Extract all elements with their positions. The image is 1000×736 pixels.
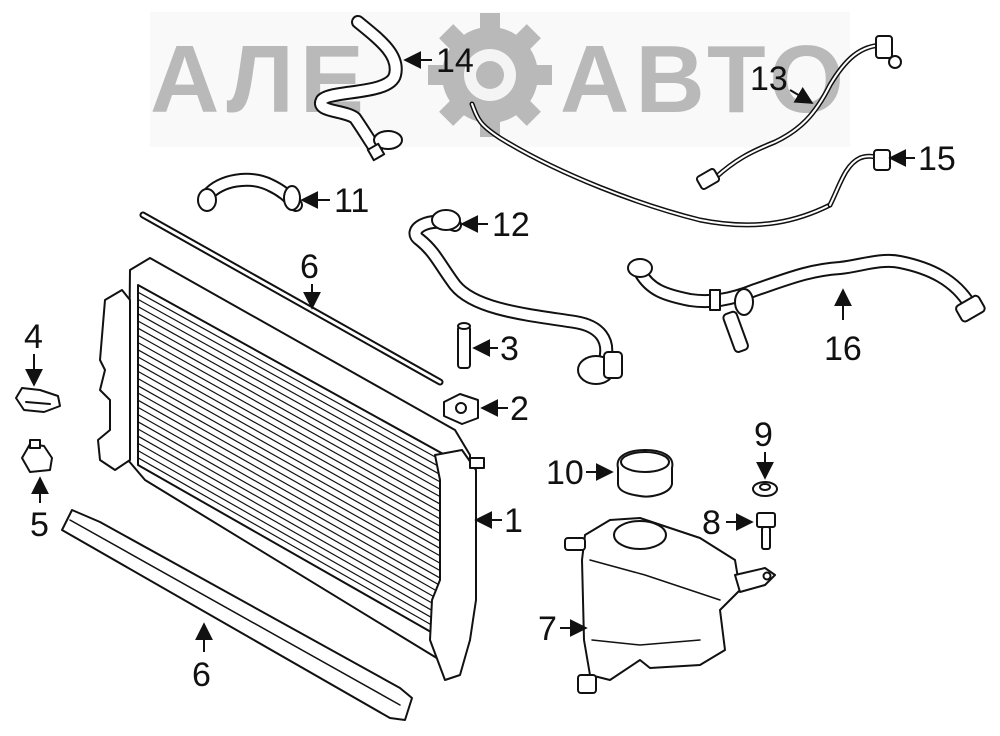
callout-label-9: 9 (754, 416, 773, 454)
callout-5: 5 (30, 476, 49, 544)
callout-6-top: 6 (300, 248, 321, 310)
radiator-fin (137, 334, 446, 508)
radiator-fin (137, 313, 446, 486)
callout-label-14: 14 (436, 42, 474, 80)
callout-label-6-bottom: 6 (192, 656, 211, 694)
radiator-fin (137, 284, 446, 456)
part-7-expansion-tank (564, 517, 776, 694)
callout-9: 9 (754, 416, 774, 480)
callout-13: 13 (750, 60, 814, 104)
callout-2: 2 (480, 390, 529, 428)
part-1-radiator (97, 257, 485, 681)
callout-6-bottom: 6 (192, 622, 213, 694)
radiator-fin (137, 442, 446, 619)
callout-8: 8 (702, 504, 754, 542)
radiator-fin (137, 356, 446, 530)
radiator-fin (137, 392, 446, 567)
radiator-fin (137, 349, 446, 523)
radiator-fin (137, 421, 446, 597)
callout-label-13: 13 (750, 60, 788, 98)
radiator-fin (137, 385, 446, 560)
callout-label-6-top: 6 (300, 248, 319, 286)
callout-4: 4 (24, 318, 43, 387)
part-13-vent-line (695, 35, 902, 190)
part-10-cap (616, 449, 674, 498)
radiator-fin (137, 435, 446, 611)
part-6-seal-lower (61, 509, 413, 721)
watermark-text-right: АВТО (560, 26, 850, 133)
part-8-bolt (756, 512, 776, 550)
callout-label-16: 16 (824, 330, 862, 368)
callout-12: 12 (460, 206, 530, 244)
part-2-mount (443, 393, 479, 425)
callout-label-3: 3 (500, 330, 519, 368)
part-16-hose-assembly (627, 253, 986, 353)
radiator-fin (137, 327, 446, 500)
callout-label-7: 7 (538, 610, 557, 648)
watermark-logo: АЛЕ АВТО (150, 12, 850, 147)
callout-10: 10 (546, 454, 614, 492)
radiator-fin (137, 450, 446, 626)
callout-label-8: 8 (702, 504, 721, 542)
part-5-clip (21, 439, 53, 473)
radiator-fins (137, 284, 446, 641)
part-11-hose (197, 172, 303, 212)
part-15-line (827, 149, 891, 208)
radiator-fin (137, 363, 446, 537)
radiator-fin (137, 428, 446, 604)
callout-14: 14 (403, 42, 474, 80)
part-12-lower-hose (408, 209, 623, 385)
callout-11: 11 (300, 182, 369, 220)
radiator-fin (137, 291, 446, 463)
bypass-line (469, 101, 833, 228)
callout-label-2: 2 (510, 390, 529, 428)
radiator-fin (137, 414, 446, 589)
callout-label-10: 10 (546, 454, 584, 492)
gear-icon (428, 13, 552, 137)
callout-label-11: 11 (334, 182, 369, 220)
callout-label-4: 4 (24, 318, 43, 356)
radiator-fin (137, 342, 446, 515)
callout-3: 3 (472, 330, 519, 368)
part-3-pin (457, 322, 471, 369)
callout-label-5: 5 (30, 506, 49, 544)
callout-label-12: 12 (492, 206, 530, 244)
part-4-bracket (15, 387, 61, 413)
callout-1: 1 (474, 502, 523, 540)
part-6-seal-upper (139, 211, 444, 386)
radiator-fin (137, 298, 446, 471)
radiator-fin (137, 378, 446, 552)
callout-15: 15 (888, 140, 956, 178)
radiator-fin (137, 406, 446, 582)
callout-16: 16 (824, 288, 862, 368)
callout-7: 7 (538, 610, 588, 648)
radiator-fin (137, 457, 446, 634)
part-9-washer (752, 481, 778, 497)
part-14-upper-hose (313, 15, 403, 162)
radiator-fin (137, 370, 446, 545)
radiator-fin (137, 464, 446, 641)
radiator-fin (137, 320, 446, 493)
radiator-fin (137, 399, 446, 574)
radiator-fin (137, 306, 446, 478)
callout-label-1: 1 (504, 502, 523, 540)
callout-label-15: 15 (918, 140, 956, 178)
